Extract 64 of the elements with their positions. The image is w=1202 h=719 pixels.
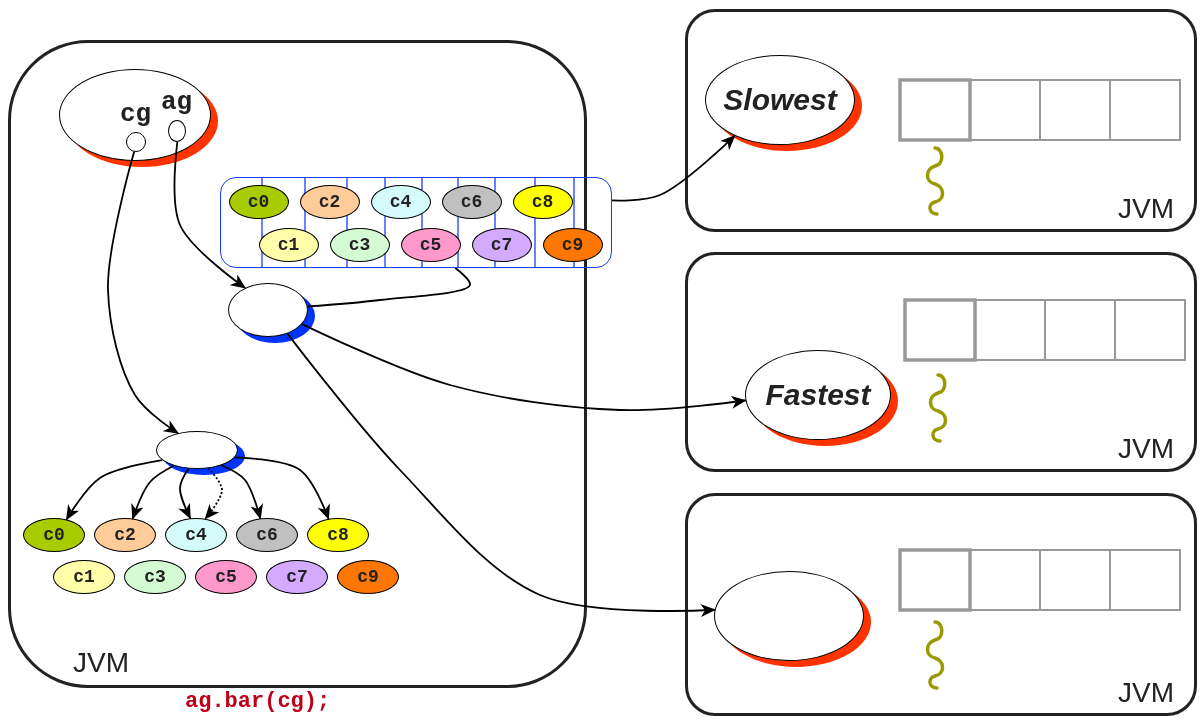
arrow bbox=[173, 141, 246, 289]
variable-label: ag bbox=[160, 87, 193, 116]
arrow bbox=[301, 323, 747, 412]
element-ellipse bbox=[400, 227, 461, 262]
node-label: c4 bbox=[389, 191, 412, 212]
code-text: ag.bar(cg); bbox=[185, 689, 331, 714]
element-ellipse bbox=[195, 560, 257, 594]
node-label: c7 bbox=[286, 567, 308, 587]
jvm-container bbox=[685, 252, 1197, 472]
container-label: JVM bbox=[1118, 193, 1174, 225]
array-panel bbox=[220, 177, 612, 268]
node-label: c2 bbox=[114, 525, 136, 545]
variable-label: cg bbox=[119, 99, 152, 128]
arrow bbox=[611, 134, 736, 202]
element-ellipse bbox=[165, 518, 227, 552]
node-label: Slowest bbox=[723, 83, 837, 117]
node-label: c1 bbox=[73, 567, 95, 587]
element-ellipse bbox=[307, 518, 369, 552]
jvm-container bbox=[685, 9, 1197, 232]
element-ellipse bbox=[23, 518, 85, 552]
node-label: c0 bbox=[43, 525, 65, 545]
arrow bbox=[178, 467, 192, 520]
node-label: c8 bbox=[327, 525, 349, 545]
node-label: c7 bbox=[490, 234, 513, 255]
container-label: JVM bbox=[1118, 433, 1174, 465]
arrow bbox=[131, 464, 175, 520]
element-ellipse bbox=[337, 560, 399, 594]
node-label: c4 bbox=[185, 525, 207, 545]
element-ellipse bbox=[124, 560, 186, 594]
element-ellipse bbox=[228, 184, 289, 219]
arrow bbox=[286, 332, 716, 617]
container-label: JVM bbox=[73, 647, 129, 679]
node-label: Fastest bbox=[765, 378, 871, 412]
element-ellipse bbox=[94, 518, 156, 552]
container-label: JVM bbox=[1118, 677, 1174, 709]
node-label: c5 bbox=[419, 234, 442, 255]
node-label: c8 bbox=[531, 191, 554, 212]
element-ellipse bbox=[299, 184, 360, 219]
element-ellipse bbox=[512, 184, 573, 219]
element-ellipse bbox=[329, 227, 390, 262]
node-label: c2 bbox=[318, 191, 341, 212]
element-ellipse bbox=[53, 560, 115, 594]
arrow bbox=[233, 456, 330, 520]
arrow bbox=[204, 467, 223, 520]
arrow bbox=[65, 459, 164, 521]
element-ellipse bbox=[370, 184, 431, 219]
arrow bbox=[220, 464, 263, 520]
element-ellipse bbox=[471, 227, 532, 262]
node-label: c5 bbox=[215, 567, 237, 587]
node-label: c1 bbox=[277, 234, 300, 255]
node-label: c3 bbox=[144, 567, 166, 587]
node-label: c9 bbox=[561, 234, 584, 255]
node-label: c0 bbox=[247, 191, 270, 212]
arrow bbox=[107, 150, 179, 435]
element-ellipse bbox=[258, 227, 319, 262]
element-ellipse bbox=[266, 560, 328, 594]
node-label: c9 bbox=[357, 567, 379, 587]
node-label: c6 bbox=[256, 525, 278, 545]
jvm-container bbox=[685, 493, 1197, 716]
node-label: c6 bbox=[460, 191, 483, 212]
element-ellipse bbox=[441, 184, 502, 219]
element-ellipse bbox=[542, 227, 603, 262]
element-ellipse bbox=[236, 518, 298, 552]
node-label: c3 bbox=[348, 234, 371, 255]
